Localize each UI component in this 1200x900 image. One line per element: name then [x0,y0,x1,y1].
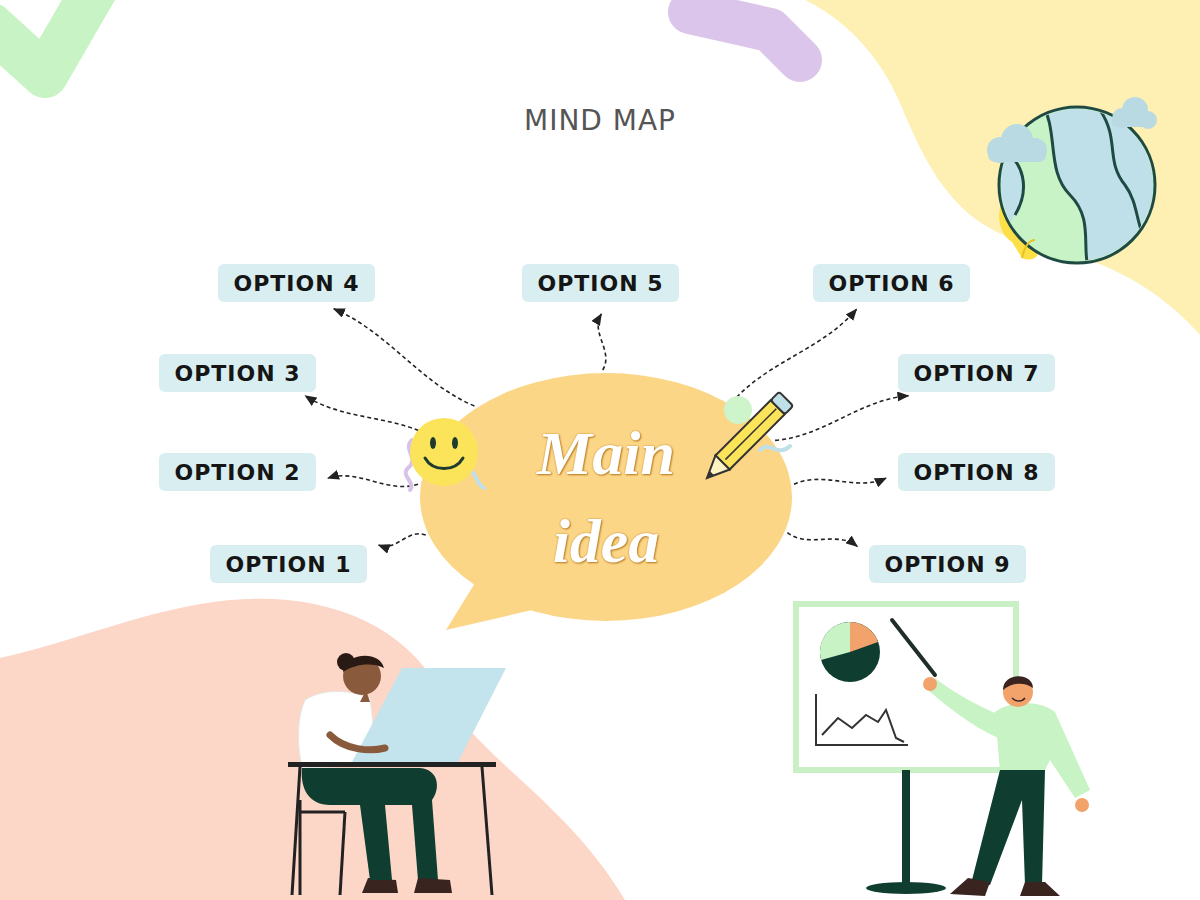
woman-at-laptop-part [330,735,385,750]
smiley-sticker-part [410,418,478,486]
woman-at-laptop-part [292,767,300,895]
woman-at-laptop [288,653,506,895]
option-box: OPTION 6 [813,264,970,302]
green-corner-shape [0,0,100,75]
presenter-with-board-part [902,770,910,885]
presenter-with-board-part [928,678,1000,738]
option-label: OPTION 7 [913,361,1039,386]
option-label: OPTION 3 [174,361,300,386]
option-label: OPTION 5 [537,271,663,296]
woman-at-laptop-part [414,878,452,893]
option-box: OPTION 7 [898,354,1055,392]
option-box: OPTION 4 [218,264,375,302]
woman-at-laptop-part [300,811,345,814]
presenter-with-board-part [1012,698,1025,701]
option-label: OPTION 2 [174,460,300,485]
presenter-with-board-part [822,710,904,742]
option-label: OPTION 4 [233,271,359,296]
woman-at-laptop-part [482,767,492,895]
dashed-arrow [794,478,886,484]
smiley-sticker-part [452,437,458,449]
bubble-tail [446,562,558,630]
option-box: OPTION 3 [159,354,316,392]
option-box: OPTION 1 [210,545,367,583]
woman-at-laptop-part [360,690,370,702]
presenter-with-board-part [866,882,946,894]
presenter-with-board-part [972,770,1045,885]
globe-illustration [987,97,1160,275]
option-label: OPTION 1 [225,552,351,577]
presenter-with-board-part [820,622,850,660]
woman-at-laptop-part [362,878,398,893]
dashed-arrow [334,309,475,406]
woman-at-laptop-part [302,768,438,880]
presenter-with-board-part [950,878,990,896]
yellow-blob [805,0,1200,335]
woman-at-laptop-part [340,812,345,895]
woman-at-laptop-part [299,800,302,895]
woman-at-laptop-part [343,656,384,672]
option-label: OPTION 6 [828,271,954,296]
presenter-with-board-part [850,622,878,652]
option-label: OPTION 9 [884,552,1010,577]
yellow-blob-part [805,0,1200,335]
dashed-arrow [328,476,418,487]
globe-illustration-part [999,107,1155,263]
smiley-sticker-part [425,458,463,469]
globe-illustration-part [987,97,1157,163]
presenter-with-board-part [1003,677,1033,707]
dashed-arrow [598,314,606,370]
presenter-with-board-part [892,620,935,675]
green-corner-shape-part [0,0,100,75]
globe-illustration-part [1022,240,1035,258]
presenter-with-board-part [816,694,908,745]
presenter-with-board-part [796,604,1016,770]
option-box: OPTION 9 [869,545,1026,583]
option-box: OPTION 8 [898,453,1055,491]
option-label: OPTION 8 [913,460,1039,485]
presenter-with-board-part [1003,676,1033,690]
presenter-with-board-part [1075,798,1089,812]
globe-illustration-part-part [1040,100,1160,275]
dashed-arrow [775,396,908,441]
presenter-with-board-part [1020,882,1060,896]
woman-at-laptop-part [360,805,392,880]
option-box: OPTION 5 [522,264,679,302]
dashed-arrow [787,533,857,547]
presenter-with-board-part [923,677,937,691]
purple-corner-shape [690,12,800,60]
pink-blob-part [0,599,625,900]
presenter-with-board [796,604,1090,896]
presenter-with-board-part [820,622,880,682]
woman-at-laptop-part [288,762,496,767]
title-row: MIND MAP [0,104,1200,137]
option-box: OPTION 2 [159,453,316,491]
pink-blob [0,599,625,900]
main-idea-text: Main idea [501,409,711,585]
pencil-sticker-part [724,396,752,424]
dashed-arrow [732,309,857,402]
diagram-title: MIND MAP [524,104,676,137]
smiley-sticker-part [430,437,436,449]
globe-illustration-part-part [1112,116,1156,127]
globe-illustration-part [990,100,1160,275]
purple-corner-shape-part [690,12,800,60]
dashed-arrow [379,534,426,547]
globe-illustration-part-part [990,150,1023,260]
globe-illustration-part-part [988,148,1046,162]
globe-illustration-part-part [1040,100,1090,275]
